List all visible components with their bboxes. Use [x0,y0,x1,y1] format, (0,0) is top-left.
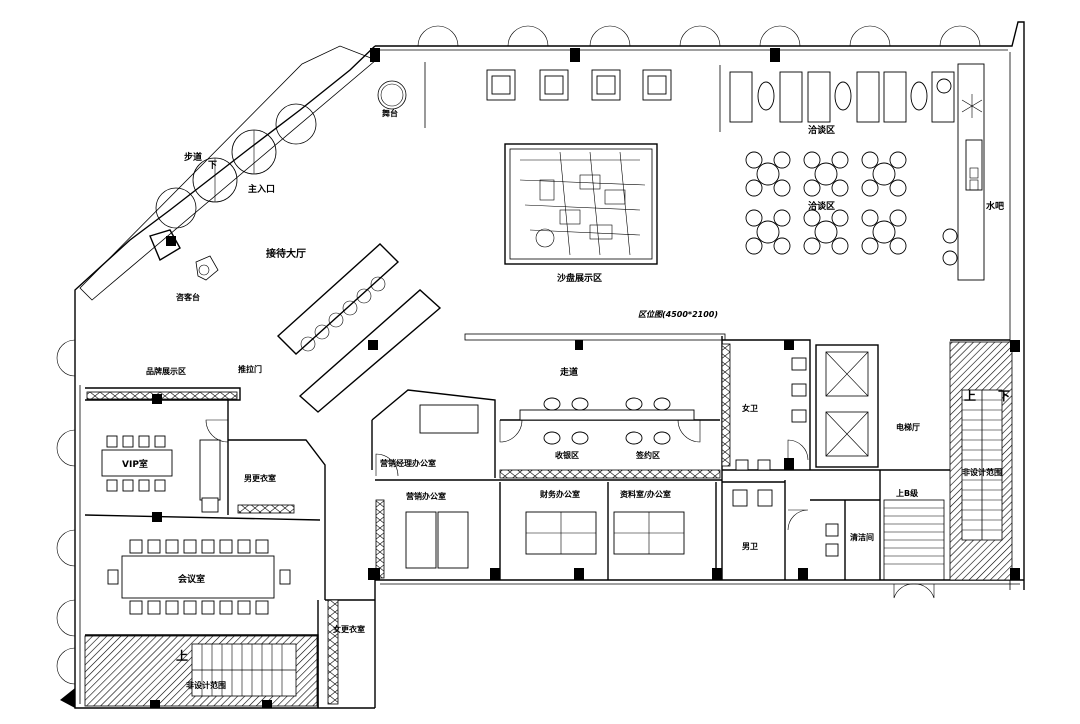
stair-icon [883,499,945,599]
left-stair-area [84,635,318,708]
label-up-left: 上 [176,648,188,663]
label-down-right: 下 [998,389,1010,403]
stage-platform [377,62,426,128]
label-female-wc: 女卫 [742,403,758,413]
label-male-locker: 男更衣室 [244,473,276,483]
label-fire-stair-right: 非设计范围 [962,467,1002,477]
top-window-row [370,25,981,62]
label-sand-table: 沙盘展示区 [557,272,602,284]
label-location-map: 区位图(4500*2100) [638,310,718,319]
label-b-up: 上B级 [896,488,919,498]
label-cleaning-room: 清洁间 [850,532,874,542]
left-window-row [56,339,76,708]
label-vip-room: VIP室 [122,458,148,470]
label-fire-stair-left: 非设计范围 [186,680,226,690]
label-signing: 签约区 [635,450,660,460]
elevator-icon [815,344,879,468]
label-elevator-hall: 电梯厅 [896,422,920,432]
label-walkway: 走道 [559,366,578,378]
label-finance-office: 财务办公室 [539,489,580,499]
interior-walls [84,336,1010,708]
label-cashier: 收银区 [555,450,579,460]
cashier-signing-desks [519,397,695,445]
round-tables [745,151,907,255]
label-corridor-top: 步道 [184,151,202,163]
water-bar [936,63,985,281]
label-down-top: 下 [208,160,217,171]
structural-columns [152,340,808,580]
label-main-entrance: 主入口 [248,183,275,195]
label-water-bar: 水吧 [986,200,1004,212]
main-entrance-doors [149,103,317,262]
label-female-locker: 女更衣室 [333,624,365,634]
display-stands [486,69,672,101]
label-brand-display: 品牌展示区 [146,366,186,376]
label-negotiation-mid: 洽谈区 [808,200,835,212]
label-info-desk: 咨客台 [176,292,200,302]
meeting-furniture [107,539,291,615]
label-stage: 舞台 [381,108,398,118]
right-stair-area [949,340,1020,581]
label-sales-manager: 营销经理办公室 [380,458,436,468]
booth-seating [719,65,955,132]
display-counters [276,243,442,413]
info-desk [195,255,219,281]
label-meeting-room: 会议室 [178,573,205,585]
toilet-icon [732,357,839,557]
sink-icon [735,459,771,471]
label-archive-office: 资料室/办公室 [620,489,671,499]
label-sales-office: 营销办公室 [406,491,446,501]
vip-furniture [101,435,221,513]
label-reception-hall: 接待大厅 [266,247,306,260]
door-swing-icon [205,419,809,531]
office-desks [405,404,685,569]
sand-table-model [504,143,658,265]
label-sliding-door: 推拉门 [238,364,262,374]
outer-walls [74,21,1025,709]
label-up-right: 上 [964,388,976,403]
location-map-wall [464,333,726,350]
label-negotiation-top: 洽谈区 [808,124,835,136]
label-male-wc: 男卫 [742,542,758,551]
